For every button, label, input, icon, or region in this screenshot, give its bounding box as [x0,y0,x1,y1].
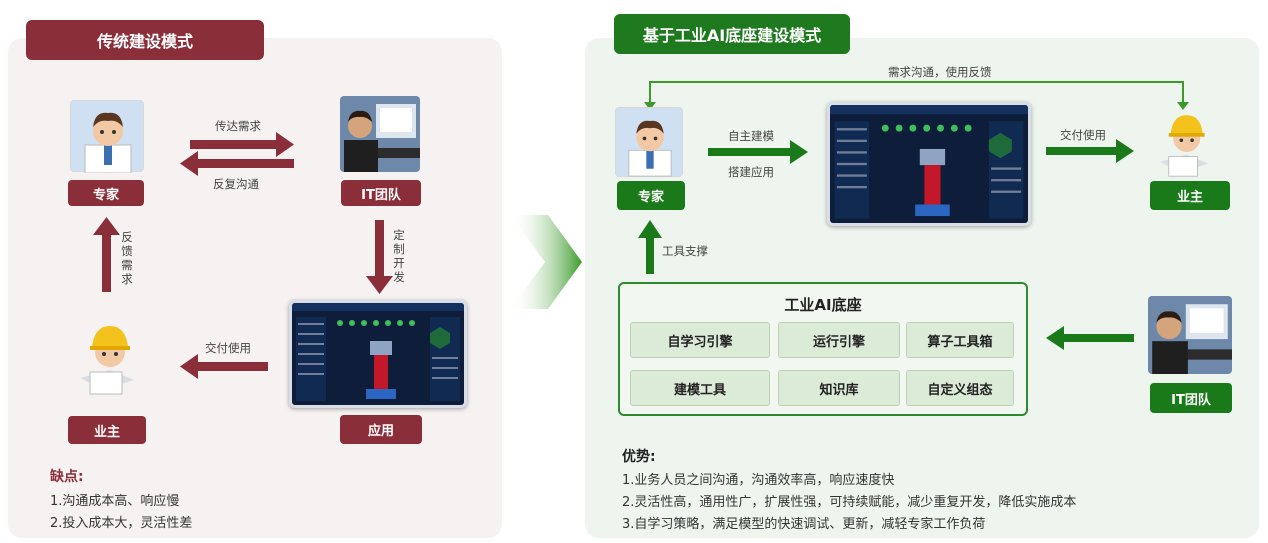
owner-label-right: 业主 [1150,181,1230,210]
deliver-use-text-right: 交付使用 [1060,128,1106,142]
deliver-arrow-right [1046,139,1134,163]
cons-item: 1.沟通成本高、响应慢 [50,494,180,509]
custom-dev-text: 定制开发 [393,228,405,284]
it-team-avatar-right [1148,296,1232,374]
transition-arrow [510,215,582,309]
cons-title: 缺点: [50,469,84,485]
pros-item: 2.灵活性高，通用性广，扩展性强，可持续赋能，减少重复开发，降低实施成本 [622,495,1077,510]
convey-arrow [190,132,294,157]
module-runtime-engine: 运行引擎 [778,322,900,358]
module-modeling-tools: 建模工具 [630,370,770,406]
module-knowledge-base: 知识库 [778,370,900,406]
feedback-requirements-text: 反馈需求 [121,230,133,286]
module-operator-toolbox: 算子工具箱 [906,322,1014,358]
cons-item: 2.投入成本大，灵活性差 [50,516,193,531]
module-self-learning-engine: 自学习引擎 [630,322,770,358]
app-screen-traditional [289,300,467,408]
expert-label-traditional: 专家 [68,180,144,206]
module-custom-config: 自定义组态 [906,370,1014,406]
build-app-text: 搭建应用 [728,165,774,179]
self-build-text: 自主建模 [728,129,774,143]
expert-label-right: 专家 [617,181,685,210]
it-to-platform-arrow [1046,326,1134,350]
feedback-loop-text: 需求沟通，使用反馈 [888,65,992,79]
self-build-arrow [708,140,808,164]
custom-dev-arrow [366,220,393,294]
feedback-arrow [93,217,120,292]
ai-platform-title: 基于工业AI底座建设模式 [614,14,850,54]
pros-item: 3.自学习策略，满足模型的快速调试、更新，减轻专家工作负荷 [622,517,986,532]
owner-label-traditional: 业主 [68,416,146,444]
tool-support-arrow [638,220,662,274]
feedback-loop-line [649,81,1184,104]
it-team-label-traditional: IT团队 [341,180,421,206]
pros-title: 优势: [622,449,656,465]
it-team-avatar [340,96,420,172]
traditional-title: 传统建设模式 [26,20,264,60]
communicate-arrow [180,151,294,176]
pros-item: 1.业务人员之间沟通，沟通效率高，响应速度快 [622,473,895,488]
repeat-communication-text: 反复沟通 [213,177,259,191]
convey-requirements-text: 传达需求 [215,119,261,133]
expert-avatar-right [615,107,683,177]
expert-avatar [70,100,144,174]
owner-avatar-right [1150,108,1218,178]
app-label: 应用 [340,415,422,444]
app-screen-right [827,102,1031,226]
owner-avatar [70,318,144,396]
tool-support-text: 工具支撑 [662,244,708,258]
it-team-label-right: IT团队 [1150,383,1232,413]
deliver-arrow [180,354,268,379]
platform-title: 工业AI底座 [784,296,862,314]
deliver-use-text-traditional: 交付使用 [205,341,251,355]
